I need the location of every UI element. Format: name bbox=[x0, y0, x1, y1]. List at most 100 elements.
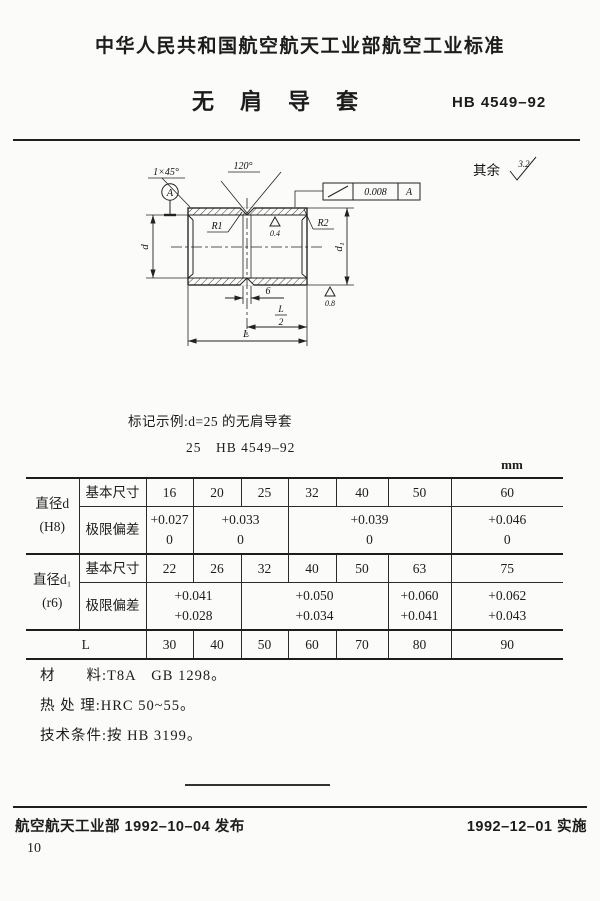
marking-example-line1: 标记示例:d=25 的无肩导套 bbox=[128, 414, 292, 429]
deviation-lower: +0.041 bbox=[400, 608, 439, 623]
datum-symbol: A bbox=[161, 183, 179, 217]
deviation-lower: 0 bbox=[237, 532, 244, 547]
roughness-check-icon bbox=[509, 156, 537, 181]
cell-d-basic: 60 bbox=[450, 477, 563, 507]
cell-d-deviation: +0.039 0 bbox=[287, 506, 452, 555]
dimension-d1: d₁ bbox=[307, 207, 354, 286]
roughness-0-8-icon: 0.8 bbox=[324, 285, 336, 308]
r2-label: R2 bbox=[316, 218, 328, 229]
deviation-header: 极限偏差 bbox=[79, 582, 147, 631]
deviation-lower: +0.043 bbox=[488, 608, 527, 623]
other-surfaces-roughness: 其余 3.2 bbox=[473, 156, 537, 181]
deviation-upper: +0.060 bbox=[400, 588, 439, 604]
cell-d-basic: 32 bbox=[287, 477, 337, 507]
cell-d1-basic: 40 bbox=[287, 553, 337, 583]
cell-d1-deviation: +0.062 +0.043 bbox=[450, 582, 563, 631]
technical-notes: 材 料:T8A GB 1298。 热 处 理:HRC 50~55。 技术条件:按… bbox=[40, 664, 227, 754]
deviation-upper: +0.027 bbox=[150, 512, 189, 528]
chamfer-callout: 1×45° bbox=[148, 167, 191, 208]
groove-angle-label: 120° bbox=[234, 161, 253, 172]
dimension-length: L bbox=[187, 286, 307, 346]
d-label: d bbox=[139, 244, 151, 250]
note-technical-conditions: 技术条件:按 HB 3199。 bbox=[40, 728, 203, 744]
row-group-d: 直径d (H8) bbox=[26, 477, 80, 555]
bushing-section-view bbox=[171, 198, 324, 335]
deviation-lower: 0 bbox=[503, 532, 511, 547]
tolerance-datum: A bbox=[405, 187, 413, 198]
ministry-standard-header: 中华人民共和国航空航天工业部航空工业标准 bbox=[94, 36, 505, 57]
footer-issued-date: 航空航天工业部 1992–10–04 发布 bbox=[15, 819, 245, 835]
cell-d1-basic: 22 bbox=[145, 553, 194, 583]
deviation-lower: +0.028 bbox=[174, 608, 213, 623]
row-group-d-fit: (H8) bbox=[39, 519, 66, 534]
groove-width-label: 6 bbox=[266, 286, 271, 297]
basic-size-header: 基本尺寸 bbox=[78, 477, 147, 507]
bore-roughness-value: 0.4 bbox=[270, 229, 280, 238]
cell-d-deviation: +0.027 0 bbox=[145, 506, 194, 555]
marking-example-line2: 25 HB 4549–92 bbox=[186, 440, 296, 455]
cell-l-value: 30 bbox=[145, 629, 194, 660]
cell-d1-basic: 32 bbox=[240, 553, 289, 583]
tolerance-value: 0.008 bbox=[364, 187, 387, 198]
datum-letter: A bbox=[166, 188, 174, 199]
row-group-d1-name: 直径d₁ bbox=[33, 572, 72, 588]
cell-d1-basic: 50 bbox=[335, 553, 389, 583]
table-unit-label: mm bbox=[501, 457, 523, 472]
dimension-groove-width: 6 bbox=[225, 286, 284, 304]
guide-bushing-drawing: A d d₁ 0.4 0.8 R1 R2 1×45° bbox=[139, 156, 537, 346]
page-title: 无 肩 导 套 bbox=[192, 89, 361, 114]
other-surfaces-label: 其余 bbox=[473, 162, 500, 178]
cell-d-basic: 50 bbox=[387, 477, 452, 507]
deviation-header: 极限偏差 bbox=[79, 506, 147, 555]
deviation-upper: +0.046 bbox=[488, 512, 527, 528]
cell-d1-deviation: +0.050 +0.034 bbox=[240, 582, 389, 631]
cell-d-basic: 25 bbox=[240, 477, 289, 507]
standard-number: HB 4549–92 bbox=[452, 94, 547, 111]
row-group-d1-fit: (r6) bbox=[42, 595, 63, 610]
tolerance-symbol-icon bbox=[327, 185, 349, 198]
length-label: L bbox=[242, 328, 249, 340]
cell-d-basic: 16 bbox=[145, 477, 194, 507]
cell-d1-deviation: +0.041 +0.028 bbox=[145, 582, 242, 631]
row-group-d-name: 直径d bbox=[35, 496, 70, 512]
note-material: 材 料:T8A GB 1298。 bbox=[40, 668, 227, 684]
l-row-header: L bbox=[26, 629, 147, 660]
deviation-upper: +0.033 bbox=[221, 512, 260, 528]
deviation-upper: +0.041 bbox=[174, 588, 213, 604]
chamfer-label: 1×45° bbox=[153, 167, 179, 178]
cell-d-basic: 40 bbox=[335, 477, 389, 507]
footer-divider bbox=[13, 806, 587, 808]
d1-label: d₁ bbox=[333, 242, 345, 252]
footnote-divider bbox=[185, 784, 330, 786]
groove-angle-callout: 120° bbox=[220, 161, 282, 214]
deviation-upper: +0.062 bbox=[488, 588, 527, 604]
end-face-roughness-value: 0.8 bbox=[325, 299, 335, 308]
cell-d-deviation: +0.033 0 bbox=[192, 506, 289, 555]
roughness-0-4-icon: 0.4 bbox=[269, 215, 281, 238]
cell-l-value: 80 bbox=[387, 629, 452, 660]
deviation-lower: +0.034 bbox=[295, 608, 334, 623]
header-divider bbox=[13, 139, 580, 141]
cell-d1-basic: 26 bbox=[192, 553, 242, 583]
cell-d-basic: 20 bbox=[192, 477, 242, 507]
half-length-numerator: L bbox=[277, 305, 283, 315]
cell-l-value: 60 bbox=[287, 629, 337, 660]
dimension-half-length: L 2 bbox=[247, 286, 308, 346]
page-number: 10 bbox=[27, 841, 41, 856]
dimension-d: d bbox=[139, 214, 188, 279]
cell-l-value: 70 bbox=[335, 629, 389, 660]
cell-d1-deviation: +0.060 +0.041 bbox=[387, 582, 452, 631]
geometric-tolerance-frame: 0.008 A bbox=[294, 182, 421, 207]
basic-size-header: 基本尺寸 bbox=[78, 553, 147, 583]
r1-label: R1 bbox=[210, 221, 222, 232]
dimension-table: 直径d (H8) 基本尺寸 16 20 25 32 40 50 60 极限偏差 … bbox=[26, 477, 563, 660]
footer-effective-date: 1992–12–01 实施 bbox=[466, 819, 587, 835]
cell-d1-basic: 63 bbox=[387, 553, 452, 583]
cell-l-value: 50 bbox=[240, 629, 289, 660]
radius-labels: R1 R2 bbox=[207, 208, 334, 233]
cell-d1-basic: 75 bbox=[450, 553, 563, 583]
deviation-upper: +0.050 bbox=[295, 588, 334, 604]
deviation-lower: 0 bbox=[366, 532, 373, 547]
deviation-upper: +0.039 bbox=[350, 512, 389, 528]
deviation-lower: 0 bbox=[166, 532, 173, 547]
